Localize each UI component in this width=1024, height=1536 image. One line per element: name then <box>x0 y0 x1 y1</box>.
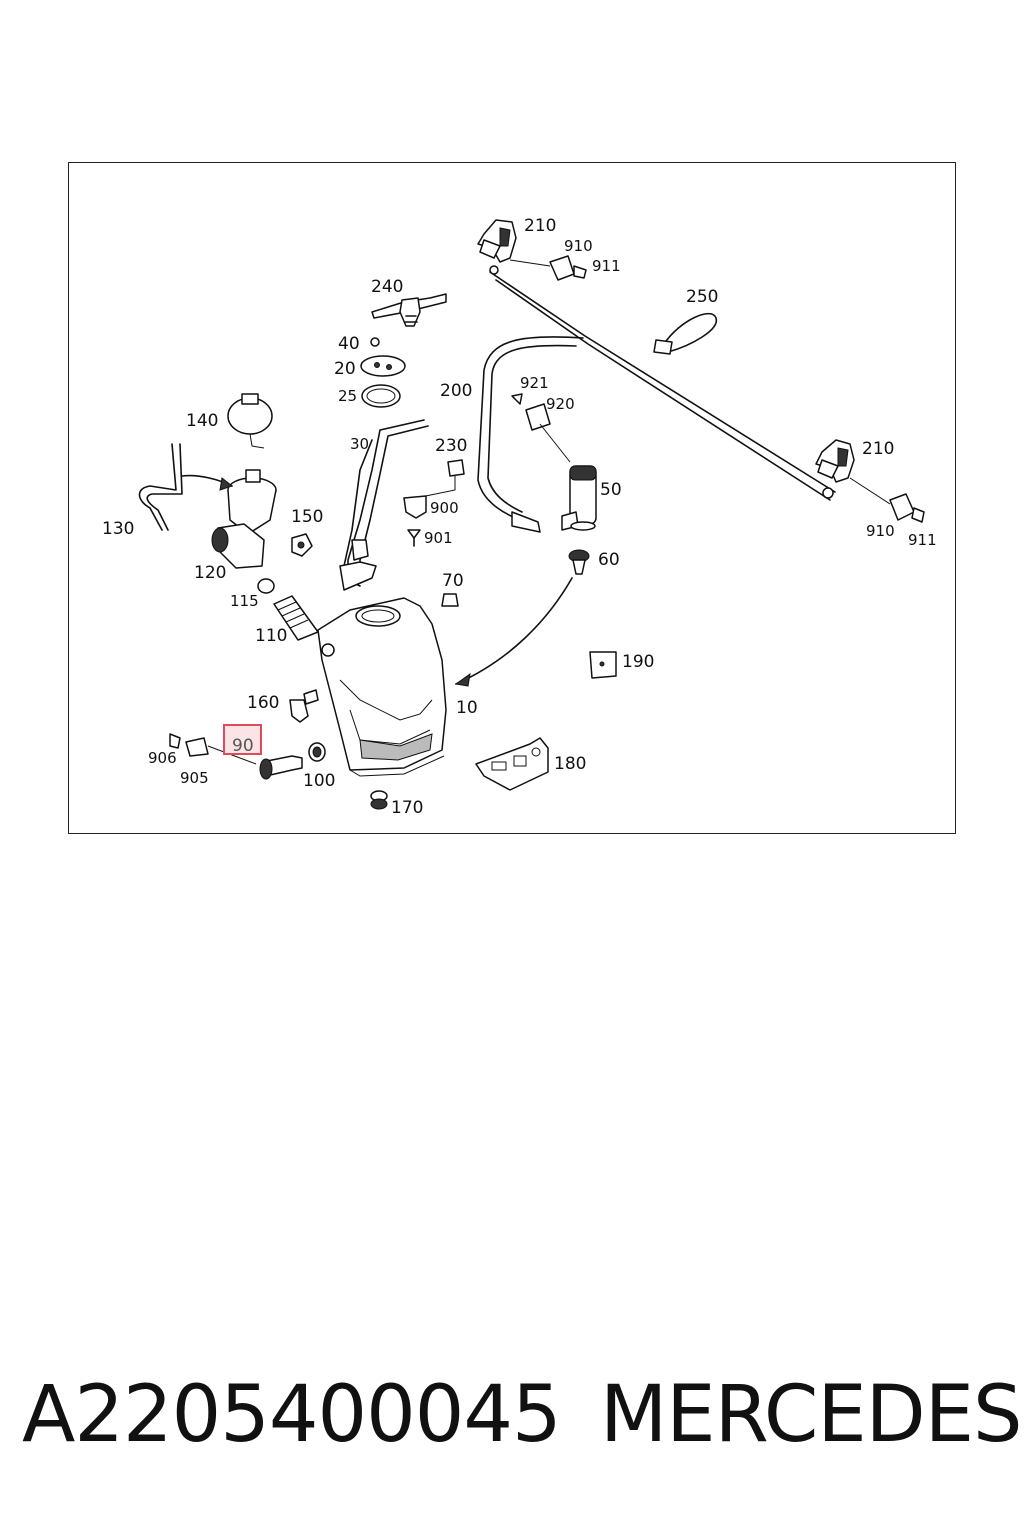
callout-25[interactable]: 25 <box>338 387 357 405</box>
assembly-arrow-60-to-10 <box>454 577 573 687</box>
callout-10[interactable]: 10 <box>456 698 478 718</box>
callout-200[interactable]: 200 <box>440 381 472 401</box>
callout-230[interactable]: 230 <box>435 436 467 456</box>
callout-190[interactable]: 190 <box>622 652 654 672</box>
bracket-190 <box>589 651 617 679</box>
callout-160[interactable]: 160 <box>247 693 279 713</box>
nut-150 <box>291 533 313 557</box>
callout-910-right[interactable]: 910 <box>866 522 895 540</box>
callout-906[interactable]: 906 <box>148 749 177 767</box>
callout-910-top[interactable]: 910 <box>564 237 593 255</box>
callout-110[interactable]: 110 <box>255 626 287 646</box>
grommet-170 <box>370 790 388 810</box>
pump-pipes-30 <box>339 419 429 591</box>
callout-100[interactable]: 100 <box>303 771 335 791</box>
pump-90 <box>207 745 303 780</box>
callout-90[interactable]: 90 <box>232 736 254 756</box>
callout-70[interactable]: 70 <box>442 571 464 591</box>
grommet-100 <box>308 742 326 762</box>
callout-90-highlight <box>223 724 262 755</box>
callout-210-right[interactable]: 210 <box>862 439 894 459</box>
pump-cover-parts <box>360 337 406 408</box>
part-900-901 <box>403 495 427 547</box>
callout-921[interactable]: 921 <box>520 374 549 392</box>
callout-130[interactable]: 130 <box>102 519 134 539</box>
callout-911-right[interactable]: 911 <box>908 531 937 549</box>
nozzle-210-right <box>815 439 855 483</box>
callout-170[interactable]: 170 <box>391 798 423 818</box>
check-valve-910-right <box>849 477 925 523</box>
callout-250[interactable]: 250 <box>686 287 718 307</box>
screw-160 <box>289 689 319 723</box>
callout-20[interactable]: 20 <box>334 359 356 379</box>
reservoir-tank-10 <box>317 597 447 777</box>
seal-115 <box>257 578 275 594</box>
callout-120[interactable]: 120 <box>194 563 226 583</box>
callout-920[interactable]: 920 <box>546 395 575 413</box>
grommet-60 <box>568 549 590 575</box>
diagram-frame <box>68 162 956 834</box>
callout-240[interactable]: 240 <box>371 277 403 297</box>
nozzle-210-top <box>477 219 517 263</box>
clip-240 <box>371 293 447 327</box>
part-number-caption: A2205400045 <box>22 1370 562 1460</box>
callout-905[interactable]: 905 <box>180 769 209 787</box>
part-920-921 <box>511 393 571 463</box>
callout-180[interactable]: 180 <box>554 754 586 774</box>
washer-pump-50 <box>561 465 597 531</box>
callout-150[interactable]: 150 <box>291 507 323 527</box>
callout-140[interactable]: 140 <box>186 411 218 431</box>
callout-60[interactable]: 60 <box>598 550 620 570</box>
bracket-180 <box>475 737 549 791</box>
callout-210-top[interactable]: 210 <box>524 216 556 236</box>
check-valve-910-top <box>509 255 587 281</box>
connector-905-906 <box>169 733 209 757</box>
brand-caption: MERCEDES <box>600 1370 1022 1460</box>
callout-900[interactable]: 900 <box>430 499 459 517</box>
cap-140 <box>227 393 273 449</box>
filler-120 <box>211 469 277 569</box>
callout-50[interactable]: 50 <box>600 480 622 500</box>
callout-40[interactable]: 40 <box>338 334 360 354</box>
hose-130 <box>138 443 234 531</box>
callout-901[interactable]: 901 <box>424 529 453 547</box>
cable-tie-250 <box>653 312 717 355</box>
callout-911-top[interactable]: 911 <box>592 257 621 275</box>
plug-70 <box>441 593 459 607</box>
callout-30[interactable]: 30 <box>350 435 369 453</box>
filler-neck-110 <box>273 595 319 641</box>
callout-115[interactable]: 115 <box>230 592 259 610</box>
connector-230 <box>415 459 465 499</box>
main-spray-hose <box>477 265 836 533</box>
